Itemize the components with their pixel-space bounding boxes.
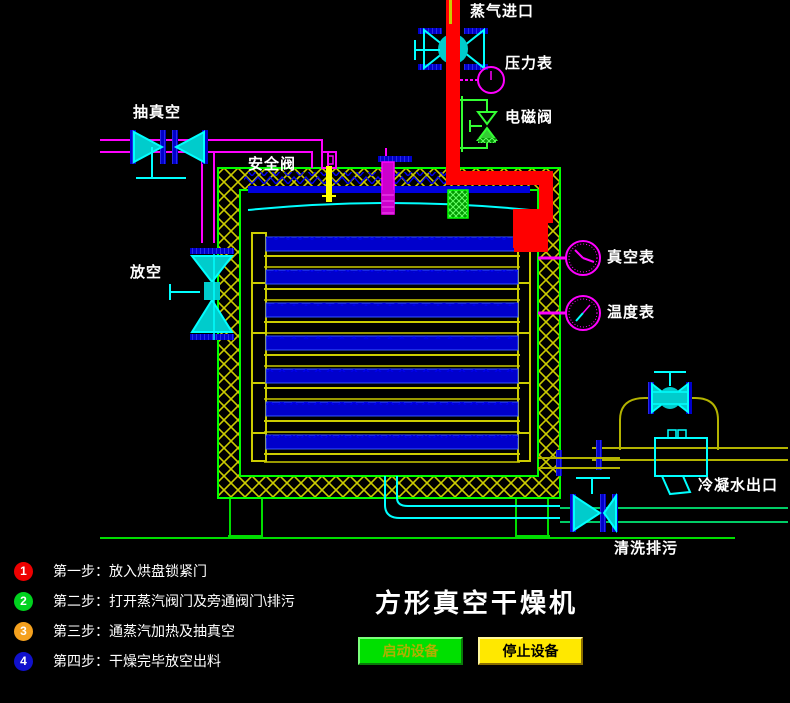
temperature-gauge	[538, 295, 601, 331]
operation-steps-list: 1 第一步：放入烘盘锁紧门 2 第二步：打开蒸汽阀门及旁通阀门\排污 3 第三步…	[14, 556, 344, 676]
dryer-chamber	[217, 167, 561, 538]
step-text: 第三步：通蒸汽加热及抽真空	[53, 623, 235, 639]
chamber-right-port	[538, 450, 620, 476]
steam-trap-body	[654, 429, 708, 496]
chamber-drain-pipe	[384, 476, 560, 519]
condensate-valve[interactable]	[648, 371, 692, 415]
safety-valve[interactable]	[321, 151, 337, 202]
start-equipment-button[interactable]: 启动设备	[358, 637, 463, 665]
label-blowdown: 清洗排污	[614, 540, 679, 557]
label-vacuum-pump: 抽真空	[133, 104, 182, 121]
vent-valve[interactable]	[169, 248, 235, 340]
chamber-top-probe	[378, 148, 412, 215]
stop-equipment-button[interactable]: 停止设备	[478, 637, 583, 665]
step-badge: 4	[14, 651, 33, 671]
vacuum-pump-valve[interactable]	[130, 130, 208, 179]
label-condensate-outlet: 冷凝水出口	[698, 477, 779, 494]
list-item: 1 第一步：放入烘盘锁紧门	[14, 556, 344, 586]
condensate-trap-assembly	[592, 371, 788, 496]
step-text: 第一步：放入烘盘锁紧门	[53, 563, 207, 579]
pressure-gauge	[460, 66, 505, 94]
label-solenoid-valve: 电磁阀	[505, 109, 554, 126]
tray-stack	[251, 232, 531, 463]
vacuum-gauge	[538, 240, 601, 276]
label-temperature-gauge: 温度表	[607, 304, 656, 321]
label-safety-valve: 安全阀	[248, 156, 297, 173]
step-text: 第四步：干燥完毕放空出料	[53, 653, 221, 669]
list-item: 4 第四步：干燥完毕放空出料	[14, 646, 344, 676]
step-text: 第二步：打开蒸汽阀门及旁通阀门\排污	[53, 593, 295, 609]
chamber-green-port	[447, 189, 469, 219]
page-title: 方形真空干燥机	[375, 588, 579, 618]
list-item: 3 第三步：通蒸汽加热及抽真空	[14, 616, 344, 646]
label-vent: 放空	[130, 264, 163, 281]
step-badge: 2	[14, 591, 33, 611]
blowdown-valve[interactable]	[560, 477, 788, 534]
list-item: 2 第二步：打开蒸汽阀门及旁通阀门\排污	[14, 586, 344, 616]
step-badge: 1	[14, 561, 33, 581]
label-pressure-gauge: 压力表	[505, 55, 554, 72]
label-vacuum-gauge: 真空表	[607, 249, 656, 266]
solenoid-valve-group[interactable]	[460, 96, 498, 152]
label-steam-inlet: 蒸气进口	[470, 3, 535, 20]
steam-main-valve[interactable]	[414, 26, 488, 72]
step-badge: 3	[14, 621, 33, 641]
